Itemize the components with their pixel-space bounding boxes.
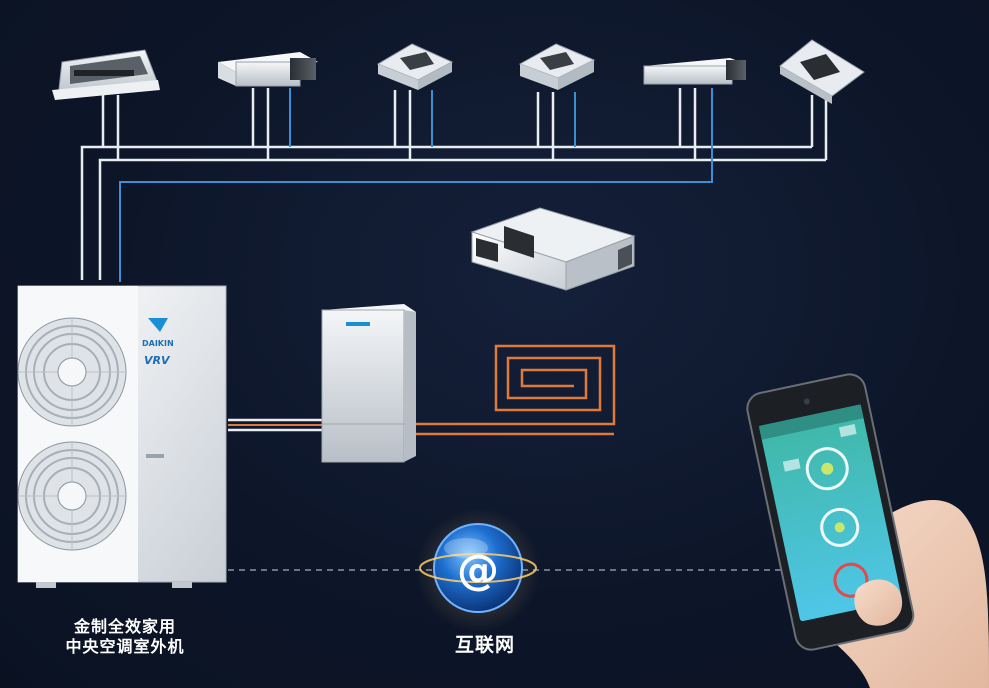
svg-text:DAIKIN: DAIKIN [142,339,174,348]
indoor-unit-1 [52,49,160,100]
outdoor-unit-caption: 金制全效家用 中央空调室外机 [20,617,230,657]
indoor-unit-6 [779,39,865,104]
internet-caption: 互联网 [454,634,515,656]
at-symbol: @ [457,545,499,594]
indoor-unit-2 [218,52,318,87]
outdoor-unit-caption-line2: 中央空调室外机 [65,637,185,656]
daikin-logo-icon: DAIKIN [142,318,174,348]
signal-wiring [119,88,713,426]
indoor-unit-5 [643,58,746,85]
refrigerant-pipes [80,88,828,432]
internet-globe-icon: @ [416,508,540,632]
fan-icon [17,441,127,551]
indoor-unit-4 [518,43,596,90]
smartphone [746,373,915,651]
outdoor-unit-caption-line1: 金制全效家用 [73,617,176,636]
indoor-unit-3 [376,43,454,90]
floor-heating-coil [416,344,616,436]
outdoor-unit: DAIKIN VRV [17,285,227,588]
vrv-badge: VRV [144,354,171,367]
fan-icon [17,317,127,427]
hydro-box-unit [321,304,416,463]
ducted-indoor-unit [470,207,636,291]
